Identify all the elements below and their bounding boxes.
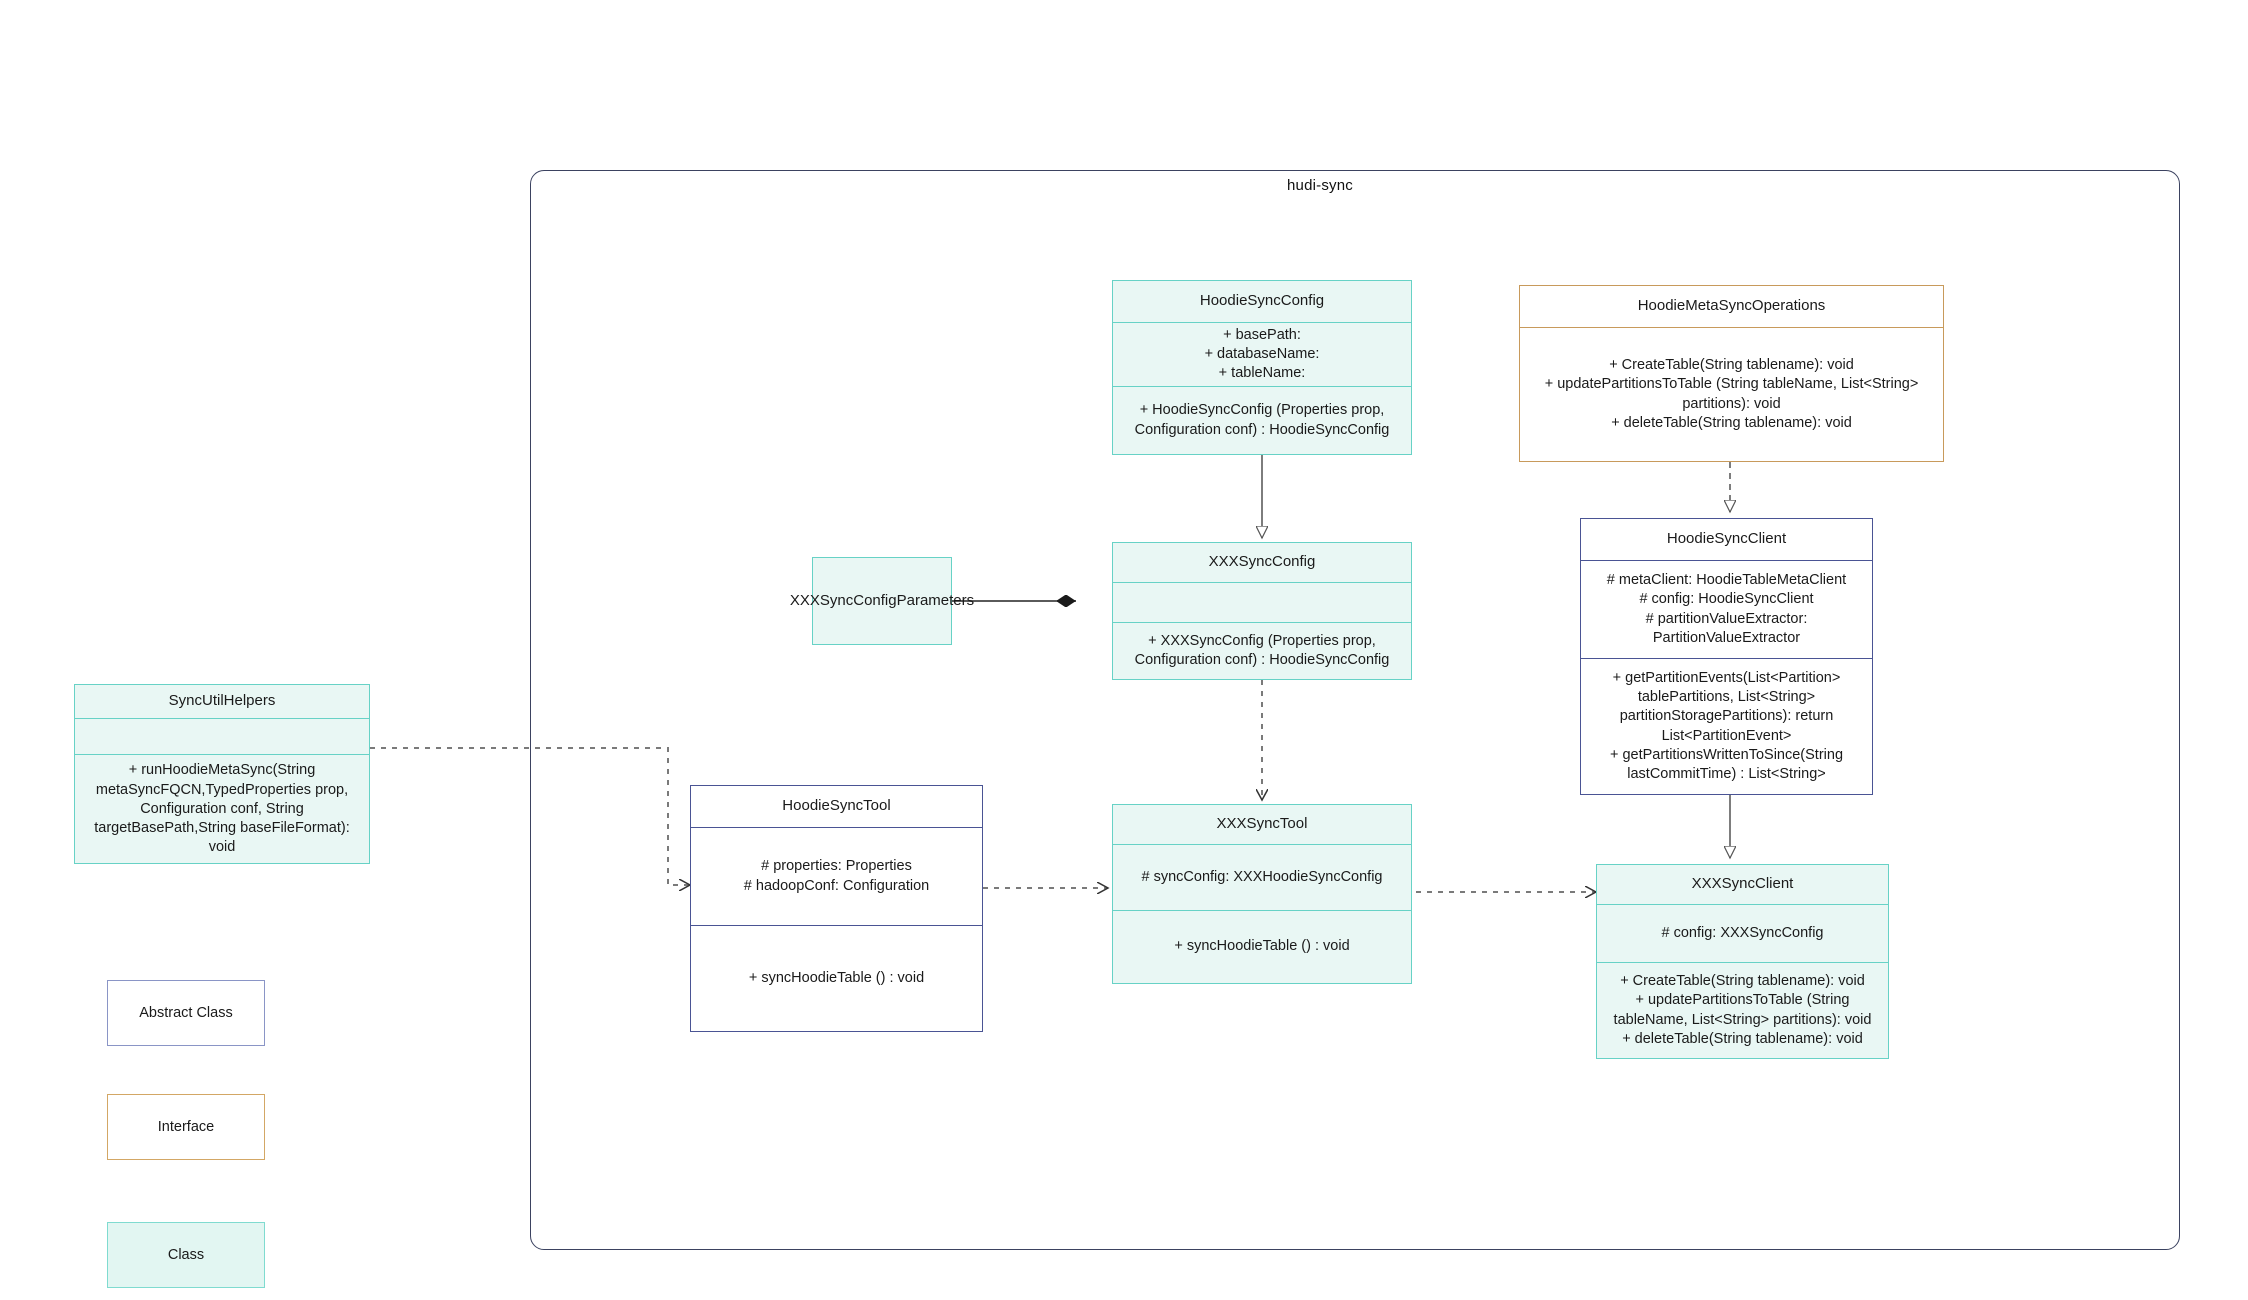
class-attributes: # syncConfig: XXXHoodieSyncConfig bbox=[1113, 845, 1411, 911]
class-node-sync-util-helpers[interactable]: SyncUtilHelpers + runHoodieMetaSync(Stri… bbox=[74, 684, 370, 864]
legend-label: Interface bbox=[157, 1119, 215, 1135]
class-node-xxx-sync-config[interactable]: XXXSyncConfig + XXXSyncConfig (Propertie… bbox=[1112, 542, 1412, 680]
class-attributes: # properties: Properties # hadoopConf: C… bbox=[691, 828, 982, 926]
legend-label: Abstract Class bbox=[139, 1005, 233, 1021]
class-name: HoodieSyncClient bbox=[1581, 519, 1872, 561]
class-operations: + HoodieSyncConfig (Properties prop, Con… bbox=[1134, 402, 1390, 438]
legend-item-interface: Interface bbox=[107, 1094, 265, 1160]
class-name: HoodieSyncTool bbox=[691, 786, 982, 828]
package-hudi-sync bbox=[530, 170, 2180, 1250]
interface-name: HoodieMetaSyncOperations bbox=[1520, 286, 1943, 328]
class-node-hoodie-sync-config[interactable]: HoodieSyncConfig + basePath: + databaseN… bbox=[1112, 280, 1412, 455]
abstract-class-node-hoodie-sync-tool[interactable]: HoodieSyncTool # properties: Properties … bbox=[690, 785, 983, 1032]
class-name: XXXSyncConfig bbox=[1113, 543, 1411, 583]
interface-operations: + CreateTable(String tablename): void + … bbox=[1544, 357, 1919, 431]
class-node-xxx-sync-client[interactable]: XXXSyncClient # config: XXXSyncConfig + … bbox=[1596, 864, 1889, 1059]
class-operations: + XXXSyncConfig (Properties prop, Config… bbox=[1134, 632, 1390, 668]
class-name: XXXSyncTool bbox=[1113, 805, 1411, 845]
class-attributes bbox=[75, 719, 369, 756]
class-attributes bbox=[1113, 583, 1411, 623]
class-node-xxx-sync-config-parameters[interactable]: XXXSyncConfigParameters bbox=[789, 557, 975, 645]
package-title: hudi-sync bbox=[1287, 177, 1353, 194]
class-attributes: # config: XXXSyncConfig bbox=[1597, 905, 1888, 963]
legend-item-class: Class bbox=[107, 1222, 265, 1288]
class-operations: + runHoodieMetaSync(String metaSyncFQCN,… bbox=[94, 762, 350, 855]
legend-label: Class bbox=[167, 1247, 205, 1263]
class-operations: + syncHoodieTable () : void bbox=[1174, 938, 1350, 955]
class-name: XXXSyncClient bbox=[1597, 865, 1888, 905]
class-name: SyncUtilHelpers bbox=[75, 685, 369, 719]
class-node-xxx-sync-tool[interactable]: XXXSyncTool # syncConfig: XXXHoodieSyncC… bbox=[1112, 804, 1412, 984]
class-attributes: + basePath: + databaseName: + tableName: bbox=[1113, 323, 1411, 387]
class-operations: + getPartitionEvents(List<Partition> tab… bbox=[1609, 670, 1844, 782]
legend-item-abstract-class: Abstract Class bbox=[107, 980, 265, 1046]
interface-node-hoodie-meta-sync-operations[interactable]: HoodieMetaSyncOperations + CreateTable(S… bbox=[1519, 285, 1944, 462]
class-name: HoodieSyncConfig bbox=[1113, 281, 1411, 323]
class-operations: + syncHoodieTable () : void bbox=[748, 969, 925, 986]
class-name: XXXSyncConfigParameters bbox=[789, 591, 975, 609]
class-attributes: # metaClient: HoodieTableMetaClient # co… bbox=[1581, 561, 1872, 659]
class-operations: + CreateTable(String tablename): void + … bbox=[1613, 973, 1872, 1047]
abstract-class-node-hoodie-sync-client[interactable]: HoodieSyncClient # metaClient: HoodieTab… bbox=[1580, 518, 1873, 795]
